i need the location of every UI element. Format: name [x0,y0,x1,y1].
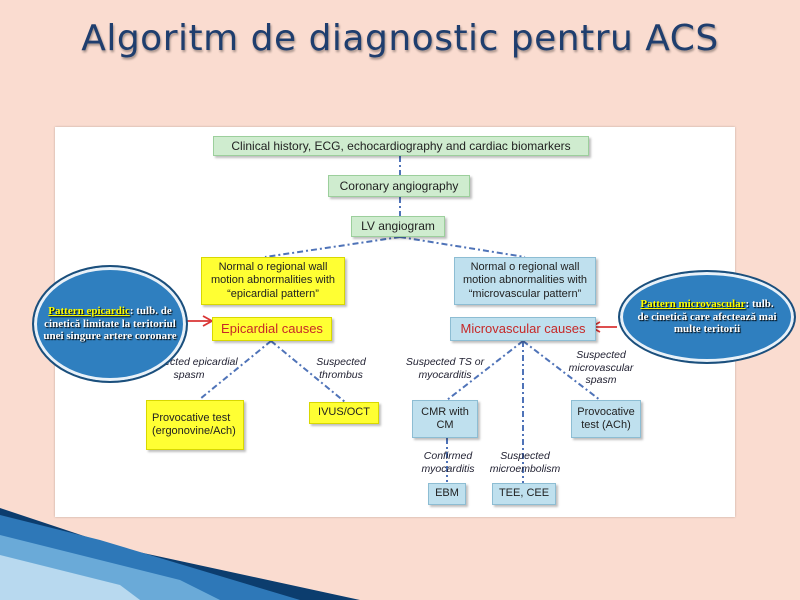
flowchart-panel: Clinical history, ECG, echocardiography … [55,127,735,517]
lv-angiogram-box: LV angiogram [351,216,445,237]
coronary-angiography-box: Coronary angiography [328,175,470,197]
provocative-test-ach-box: Provocative test (ACh) [571,400,641,438]
callout-microvascular-pattern: Pattern microvascular: tulb. de cinetică… [618,270,796,364]
normal-epicardial-pattern-box: Normal o regional wall motion abnormalit… [201,257,345,305]
callout-left-highlight: Pattern epicardic [48,305,130,318]
microvascular-causes-box: Microvascular causes [450,317,596,341]
callout-epicardial-pattern: Pattern epicardic: tulb. de cinetică lim… [32,265,188,383]
clinical-history-box: Clinical history, ECG, echocardiography … [213,136,589,156]
label-suspected-thrombus: Suspected thrombus [316,356,366,381]
flowchart-connectors [183,156,617,483]
label-confirmed-myocarditis: Confirmed myocarditis [421,450,475,475]
normal-microvascular-pattern-box: Normal o regional wall motion abnormalit… [454,257,596,305]
label-suspected-microembolism: Suspected microembolism [489,450,561,475]
callout-right-text: : tulb. de cinetică care afectează mai m… [637,298,777,336]
ebm-box: EBM [428,483,466,505]
slide-title: Algoritm de diagnostic pentru ACS [81,18,719,59]
callout-left-text: : tulb. de cinetică limitate la teritori… [43,305,177,343]
ivus-oct-box: IVUS/OCT [309,402,379,424]
label-suspected-microvascular-spasm: Suspected microvascular spasm [568,349,634,387]
cmr-with-cm-box: CMR with CM [412,400,478,438]
provocative-test-ergonovine-box: Provocative test (ergonovine/Ach) [146,400,244,450]
callout-right-highlight: Pattern microvascular [640,298,746,311]
tee-cee-box: TEE, CEE [492,483,556,505]
label-suspected-ts-myocarditis: Suspected TS or myocarditis [405,356,485,381]
epicardial-causes-box: Epicardial causes [212,317,332,341]
